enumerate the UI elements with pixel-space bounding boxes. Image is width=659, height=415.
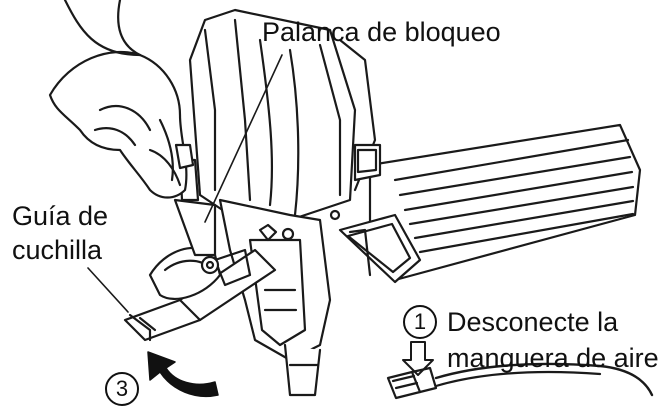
lock-lever [148,158,222,300]
step-1-badge: 1 [403,305,437,339]
label-disconnect-line1: Desconecte la [447,307,619,337]
label-disconnect-line2: manguera de aire [447,343,659,373]
leader-blade-guide [87,267,129,313]
air-hose-icon [386,362,654,400]
leader-lock-lever [204,54,283,223]
label-blade-guide-line1: Guía de [12,201,109,231]
label-lock-lever: Palanca de bloqueo [262,17,501,47]
curved-arrow-icon [147,351,219,397]
blade-guide [123,248,277,342]
down-arrow-icon [402,341,434,376]
step-3-badge: 3 [105,372,139,406]
nailer-tool-icon [188,8,382,397]
label-blade-guide-line2: cuchilla [12,235,103,265]
hand-icon [48,0,195,199]
magazine [338,123,642,284]
